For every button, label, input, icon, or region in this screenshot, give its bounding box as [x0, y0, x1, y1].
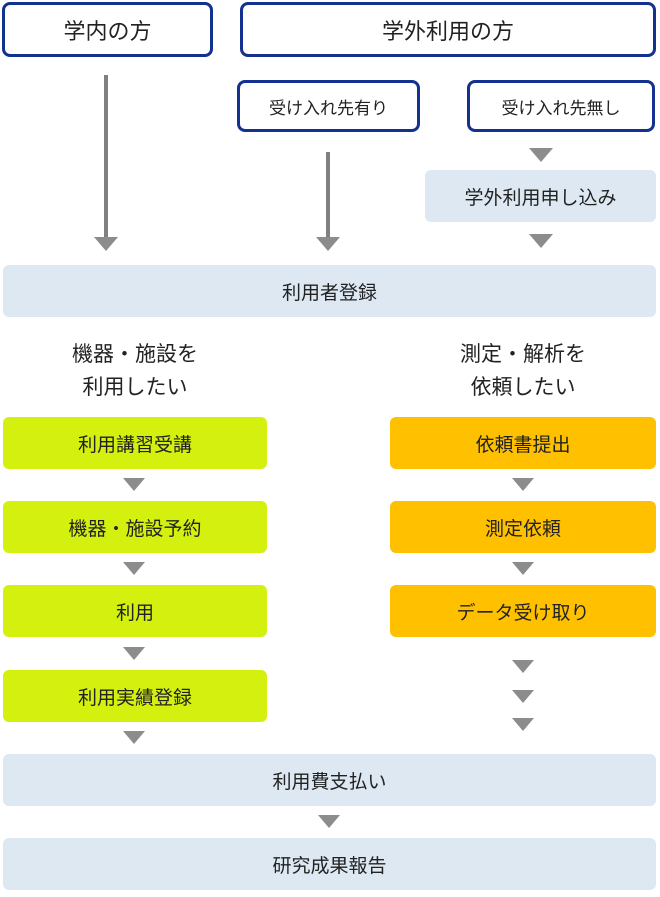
external-user-header: 学外利用の方 — [240, 2, 656, 57]
left-step-1-label: 利用講習受講 — [77, 433, 192, 456]
left-step-2: 機器・施設予約 — [3, 501, 267, 553]
right-step-2-label: 測定依頼 — [484, 517, 561, 540]
payment-arrow — [318, 815, 340, 828]
right-arrow-4 — [512, 690, 534, 703]
left-step-3-label: 利用 — [115, 601, 154, 624]
right-step-1-label: 依頼書提出 — [475, 433, 571, 456]
left-step-2-label: 機器・施設予約 — [68, 517, 202, 540]
without-host-label: 受け入れ先無し — [501, 98, 621, 119]
right-heading-line1: 測定・解析を — [460, 342, 586, 366]
with-host-arrow-head — [316, 237, 340, 251]
left-arrow-3 — [123, 647, 145, 660]
without-host-arrow-head — [529, 148, 553, 162]
right-step-3-label: データ受け取り — [456, 601, 590, 624]
report-box: 研究成果報告 — [3, 838, 656, 890]
internal-arrow-line — [104, 75, 108, 240]
right-branch-heading: 測定・解析を 依頼したい — [390, 338, 656, 404]
with-host-box: 受け入れ先有り — [237, 80, 420, 132]
right-arrow-3 — [512, 660, 534, 673]
left-heading-line2: 利用したい — [82, 375, 188, 399]
report-label: 研究成果報告 — [272, 854, 387, 877]
left-step-4: 利用実績登録 — [3, 670, 267, 722]
right-arrow-5 — [512, 718, 534, 731]
right-arrow-1 — [512, 478, 534, 491]
application-arrow-head — [529, 234, 553, 248]
left-arrow-4 — [123, 731, 145, 744]
right-step-3: データ受け取り — [390, 585, 656, 637]
payment-label: 利用費支払い — [272, 770, 387, 793]
payment-box: 利用費支払い — [3, 754, 656, 806]
left-step-1: 利用講習受講 — [3, 417, 267, 469]
left-heading-line1: 機器・施設を — [72, 342, 198, 366]
left-step-4-label: 利用実績登録 — [77, 686, 192, 709]
user-registration-box: 利用者登録 — [3, 265, 656, 317]
right-step-2: 測定依頼 — [390, 501, 656, 553]
without-host-box: 受け入れ先無し — [467, 80, 655, 132]
internal-user-header: 学内の方 — [2, 2, 213, 57]
external-application-box: 学外利用申し込み — [425, 170, 656, 222]
with-host-arrow-line — [326, 152, 330, 240]
right-step-1: 依頼書提出 — [390, 417, 656, 469]
external-application-label: 学外利用申し込み — [464, 186, 617, 209]
right-heading-line2: 依頼したい — [470, 375, 576, 399]
left-branch-heading: 機器・施設を 利用したい — [3, 338, 267, 404]
left-arrow-2 — [123, 562, 145, 575]
left-arrow-1 — [123, 478, 145, 491]
internal-arrow-head — [94, 237, 118, 251]
user-registration-label: 利用者登録 — [281, 281, 377, 304]
internal-user-label: 学内の方 — [63, 19, 152, 45]
right-arrow-2 — [512, 562, 534, 575]
with-host-label: 受け入れ先有り — [269, 98, 388, 119]
external-user-label: 学外利用の方 — [381, 19, 514, 45]
left-step-3: 利用 — [3, 585, 267, 637]
